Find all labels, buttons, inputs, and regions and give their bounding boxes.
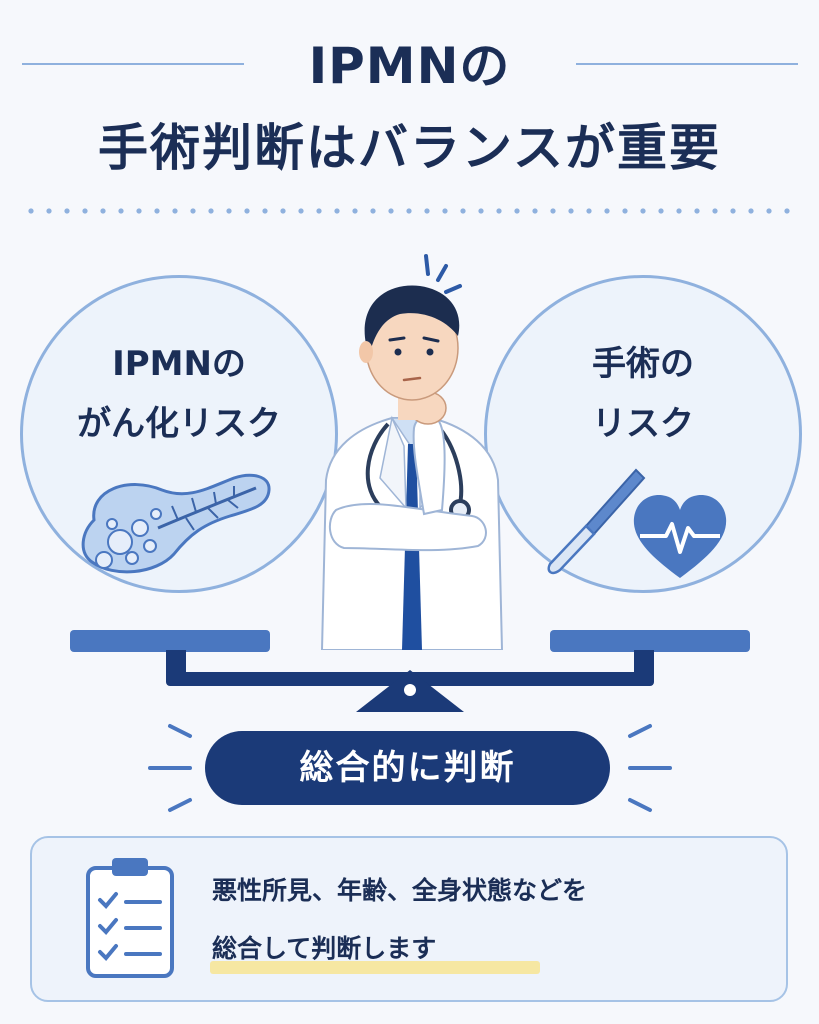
right-weight-label-line1: 手術の bbox=[592, 344, 694, 384]
doctor-figure bbox=[320, 254, 504, 650]
left-weight-label-line2: がん化リスク bbox=[77, 404, 281, 444]
title-rule-left bbox=[22, 63, 244, 65]
title-rule-right bbox=[576, 63, 798, 65]
heart-pulse-icon bbox=[633, 494, 727, 578]
note-line1: 悪性所見、年齢、全身状態などを bbox=[212, 876, 588, 905]
right-weight-label-line2: リスク bbox=[592, 404, 694, 444]
pancreas-icon bbox=[81, 473, 271, 574]
text-highlight bbox=[210, 961, 540, 974]
verdict-badge: 総合的に判断 bbox=[205, 731, 610, 805]
emphasis-lines-right bbox=[628, 724, 672, 812]
left-weight-label-line1: IPMNの bbox=[112, 344, 246, 384]
scalpel-icon bbox=[547, 468, 646, 575]
page-title-line1: IPMNの bbox=[308, 37, 511, 95]
balance-scale bbox=[70, 630, 750, 712]
dotted-divider bbox=[22, 207, 797, 215]
emphasis-lines-left bbox=[148, 724, 192, 812]
clipboard-checklist-icon bbox=[86, 858, 174, 978]
page-title-line2: 手術判断はバランスが重要 bbox=[98, 119, 721, 177]
thinking-marks-icon bbox=[424, 254, 462, 294]
note-line2: 総合して判断します bbox=[212, 934, 437, 963]
